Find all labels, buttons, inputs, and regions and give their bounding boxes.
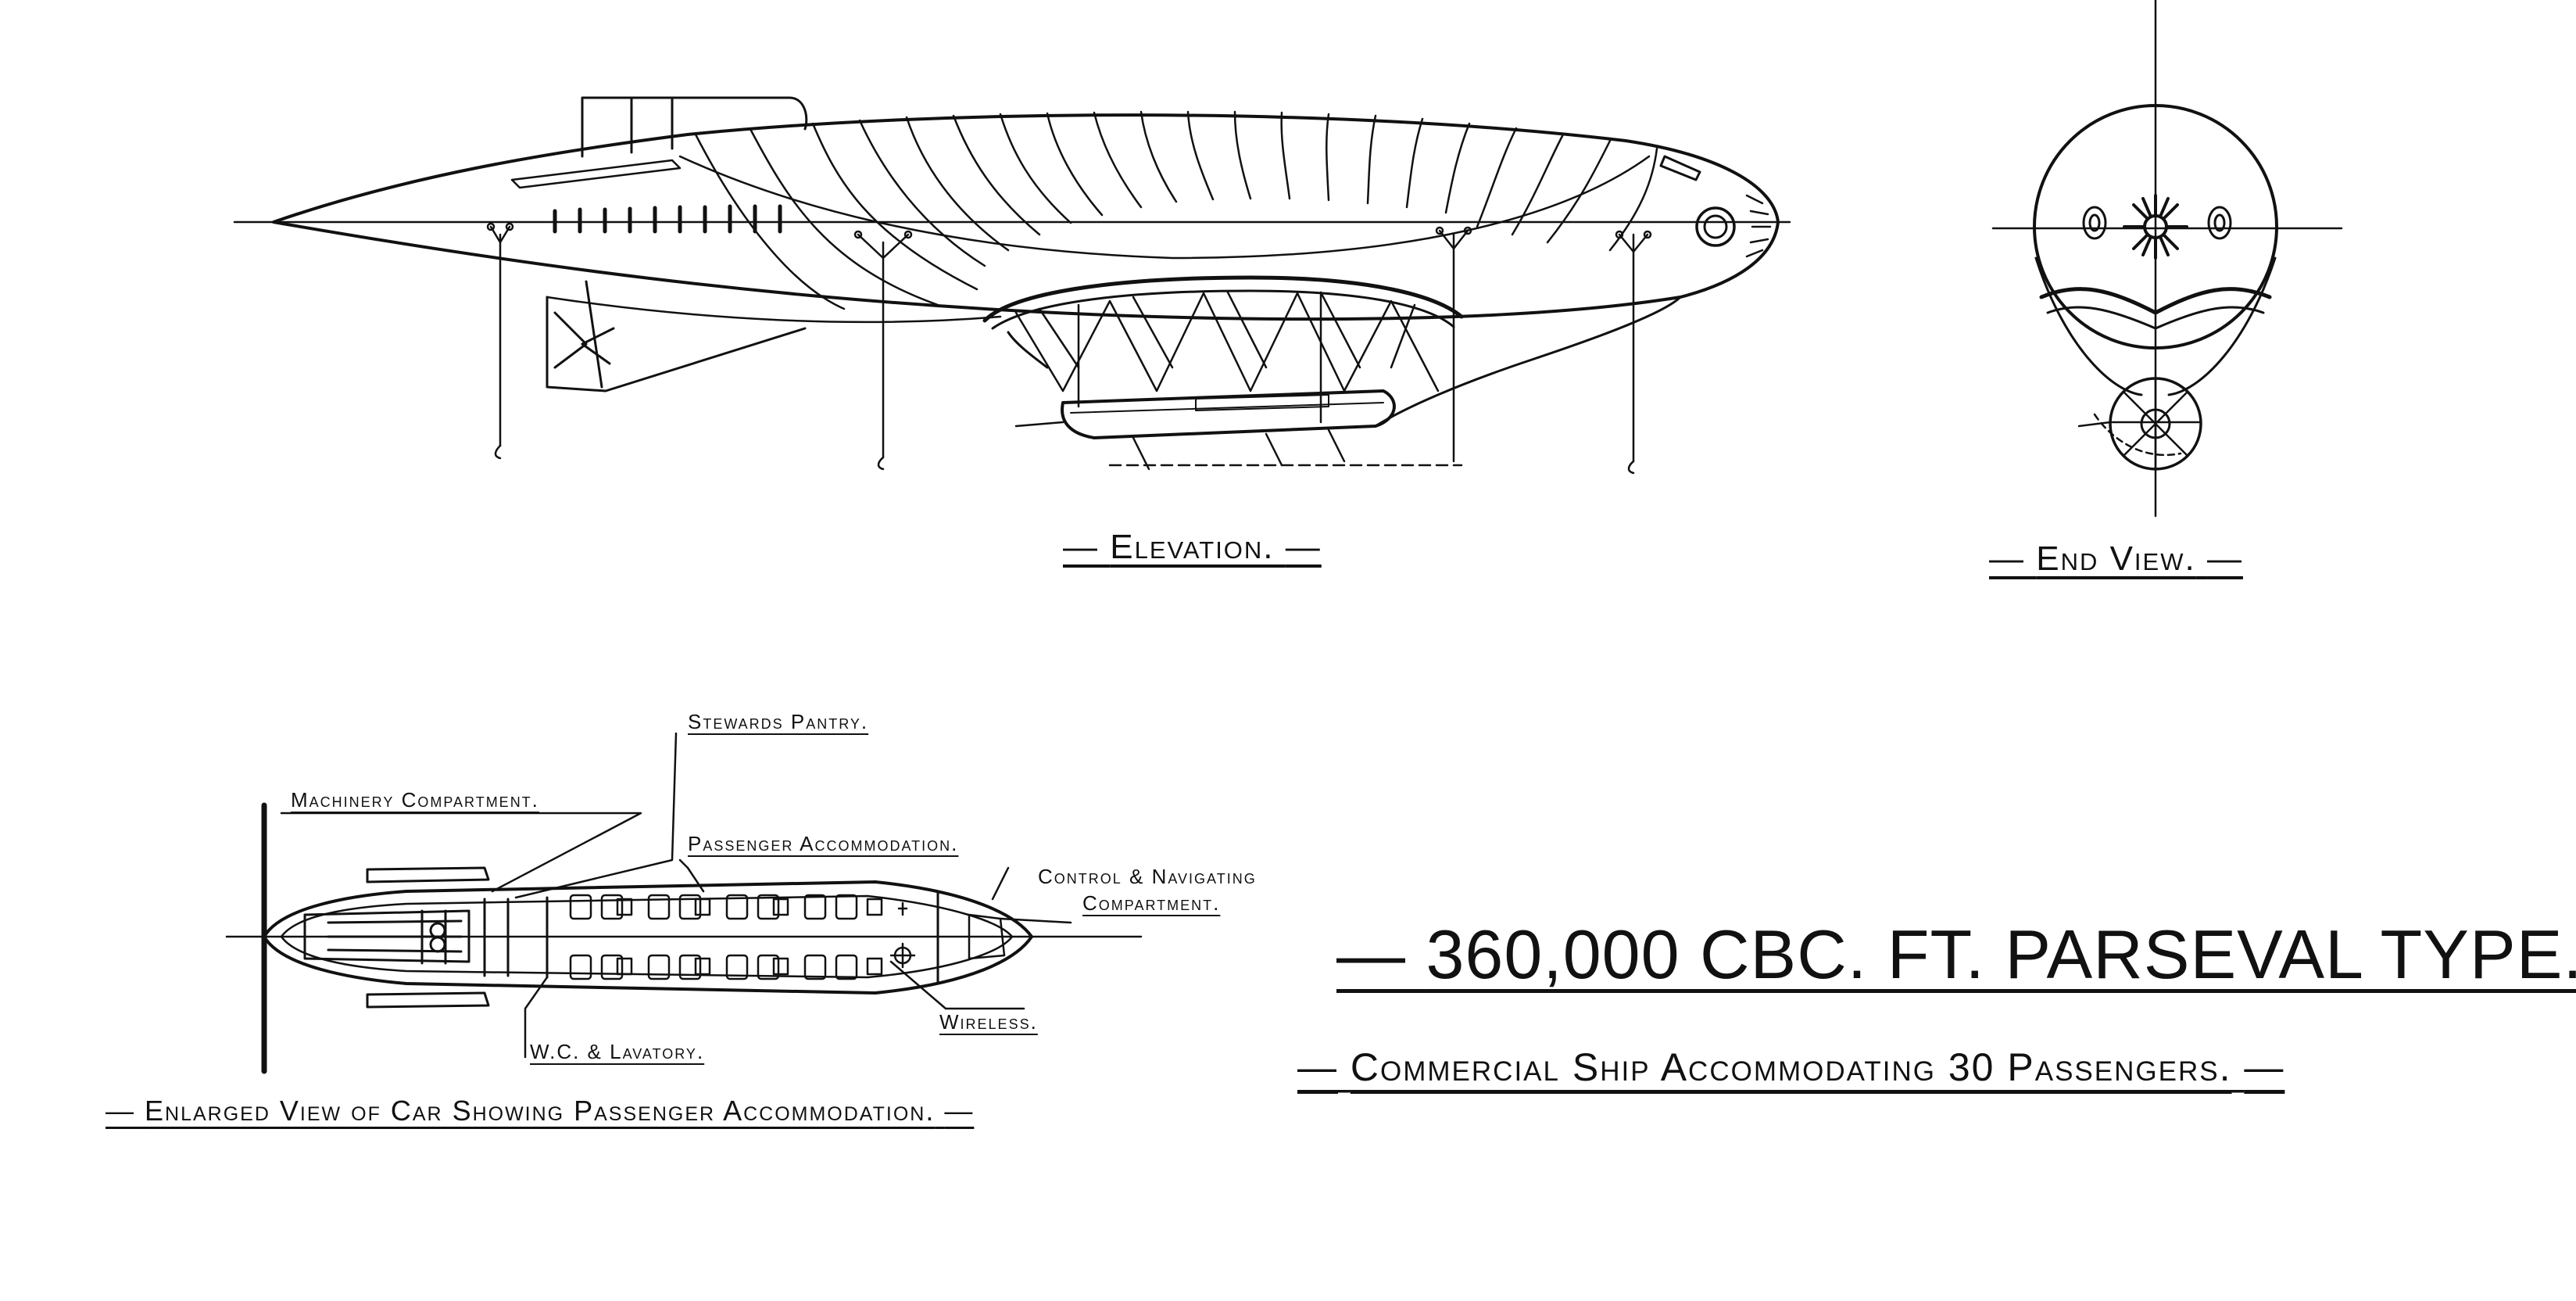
seats-bottom bbox=[569, 954, 883, 980]
leader-lines bbox=[280, 732, 1072, 1059]
suspension-lattice bbox=[1014, 289, 1440, 424]
envelope-gores bbox=[694, 110, 1658, 310]
lower-fin bbox=[546, 296, 807, 392]
drawing-subtitle: — Commercial Ship Accommodating 30 Passe… bbox=[1297, 1045, 2284, 1090]
upper-fin bbox=[581, 96, 808, 158]
car-plan-view bbox=[225, 732, 1143, 1074]
car-view-label: Enlarged View of Car Showing Passenger A… bbox=[145, 1095, 936, 1127]
dash: — bbox=[1297, 1045, 1338, 1089]
title-text: 360,000 CBC. FT. PARSEVAL TYPE. bbox=[1426, 916, 2576, 993]
label-machinery-compartment: Machinery Compartment. bbox=[291, 788, 539, 812]
bolt-row bbox=[553, 204, 782, 234]
dash: — bbox=[944, 1095, 975, 1127]
label-passenger-accommodation: Passenger Accommodation. bbox=[688, 832, 959, 855]
nose-ring bbox=[1695, 206, 1736, 247]
elevation-view bbox=[233, 96, 1791, 475]
dash: — bbox=[1063, 528, 1099, 566]
elevation-caption: — Elevation. — bbox=[1063, 528, 1322, 567]
drawing-title: — 360,000 CBC. FT. PARSEVAL TYPE. — bbox=[1336, 915, 2576, 995]
label-wireless: Wireless. bbox=[939, 1010, 1038, 1034]
label-control-line1: Control & Navigating bbox=[1038, 865, 1257, 888]
dash: — bbox=[2206, 539, 2243, 578]
dash: — bbox=[106, 1095, 135, 1127]
label-control-line2: Compartment. bbox=[1082, 891, 1221, 915]
car-hull bbox=[263, 880, 1033, 995]
end-view-envelope bbox=[2033, 104, 2278, 349]
end-view-label: End View. bbox=[2036, 539, 2196, 578]
label-stewards-pantry: Stewards Pantry. bbox=[688, 710, 869, 733]
dash: — bbox=[1285, 528, 1322, 566]
handling-lines bbox=[486, 222, 1652, 475]
envelope-outline bbox=[272, 113, 1780, 321]
sunburst-icon bbox=[2123, 194, 2188, 260]
car-view-caption: — Enlarged View of Car Showing Passenger… bbox=[106, 1095, 974, 1127]
dash: — bbox=[2244, 1045, 2285, 1089]
elevation-label: Elevation. bbox=[1110, 528, 1275, 566]
dash: — bbox=[1989, 539, 2025, 578]
end-view bbox=[1991, 0, 2343, 518]
dash: — bbox=[1336, 916, 1406, 993]
machinery-block bbox=[303, 909, 470, 965]
seats-top bbox=[569, 894, 883, 920]
label-wc-lavatory: W.C. & Lavatory. bbox=[530, 1040, 705, 1063]
subtitle-text: Commercial Ship Accommodating 30 Passeng… bbox=[1350, 1045, 2232, 1089]
end-view-caption: — End View. — bbox=[1989, 539, 2243, 579]
suspension-arch bbox=[982, 275, 1464, 323]
